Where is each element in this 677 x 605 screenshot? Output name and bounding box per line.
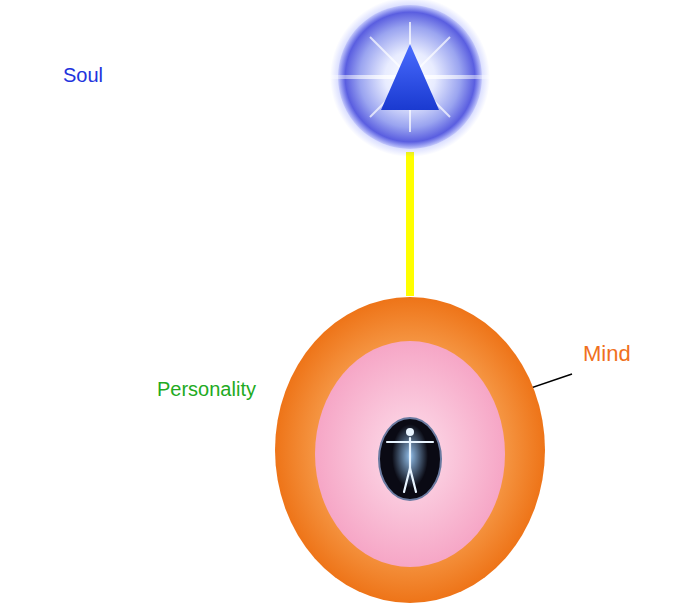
- personality-rings-graphic: [275, 296, 545, 602]
- node-heading: Personality: [157, 378, 256, 401]
- part-label: Mind: [583, 341, 631, 367]
- mind-label: Mind: [583, 341, 631, 367]
- soul-link: [406, 152, 414, 296]
- node-heading: Soul: [63, 64, 103, 87]
- personality-ellipse: Personality: [275, 296, 545, 602]
- soul-sphere: Soul: [335, 2, 485, 152]
- soul-glow-graphic: [335, 2, 485, 152]
